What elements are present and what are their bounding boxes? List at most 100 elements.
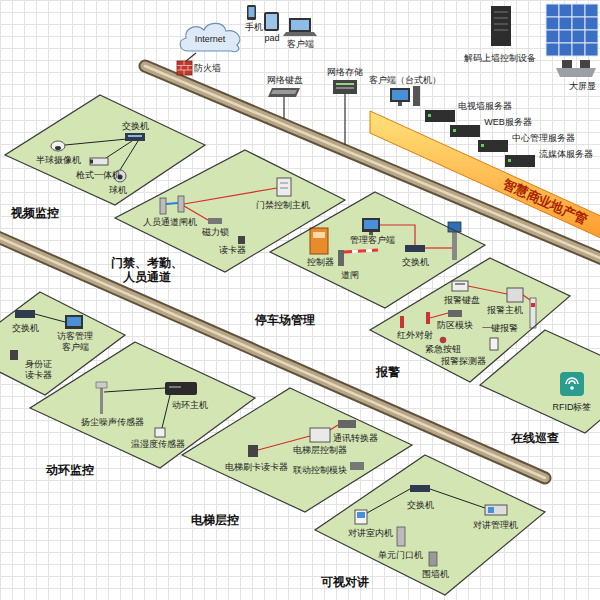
panel-outline xyxy=(30,342,255,468)
text-slot: 手机 xyxy=(245,22,263,33)
cloud-text: Internet xyxy=(195,34,226,45)
text-slot: 解码上墙控制设备 xyxy=(464,53,536,64)
text-slot: 电梯层控制器 xyxy=(293,445,347,456)
subsystem-panel: 报警报警键盘报警主机一键报警防区模块红外对射紧急按钮报警探测器 xyxy=(370,258,570,382)
panel-title: 报警 xyxy=(376,365,400,379)
panel-outline xyxy=(315,455,545,595)
text-slot: 客户端（台式机） xyxy=(369,75,441,86)
device-label: 管理客户端 xyxy=(350,235,395,246)
device-label: 枪式一体机 xyxy=(76,170,121,181)
text-slot: 停车场管理 xyxy=(255,313,315,327)
device-label: 解码上墙控制设备 xyxy=(464,53,536,64)
device-label: 报警主机 xyxy=(487,305,523,316)
text-slot: 中心管理服务器 xyxy=(512,133,575,144)
device-label: 道闸 xyxy=(341,270,359,281)
text-slot: 温湿度传感器 xyxy=(131,439,185,450)
device-label: 中心管理服务器 xyxy=(512,133,575,144)
device-label: WEB服务器 xyxy=(484,117,532,128)
panel-outline xyxy=(270,192,485,308)
text-slot: 联动控制模块 xyxy=(293,465,347,476)
subsystem-panel: 视频监控交换机半球摄像机枪式一体机球机 xyxy=(5,95,205,205)
device-label: RFID标签 xyxy=(553,402,592,413)
text-slot: 读卡器 xyxy=(219,245,246,256)
device-label: 交换机 xyxy=(402,257,429,268)
panel-outline xyxy=(370,258,570,382)
device-label: pad xyxy=(264,33,279,44)
text-slot: 对讲管理机 xyxy=(473,520,518,531)
text-slot: 控制器 xyxy=(307,257,334,268)
panel-outline xyxy=(5,95,205,205)
text-slot: 网络键盘 xyxy=(267,75,303,86)
panel-title: 在线巡查 xyxy=(511,431,559,445)
panel-outline xyxy=(30,342,255,468)
text-slot: 人员通道闸机 xyxy=(143,217,197,228)
panel-title: 动环监控 xyxy=(46,463,94,477)
text-slot: 道闸 xyxy=(341,270,359,281)
rfid-icon xyxy=(560,372,584,396)
device-label: 通讯转换器 xyxy=(333,433,378,444)
subsystem-panel: 门禁、考勤、 人员通道门禁控制主机人员通道闸机磁力锁读卡器 xyxy=(115,150,345,272)
panel-title: 视频监控 xyxy=(11,206,59,220)
panel-outline xyxy=(182,388,412,512)
platform-banner: 智慧商业地产管 xyxy=(370,111,600,242)
text-slot: 扬尘噪声传感器 xyxy=(81,417,144,428)
device-label: 电梯刷卡读卡器 xyxy=(225,462,288,473)
device-label: 一键报警 xyxy=(482,323,518,334)
device-label: 报警键盘 xyxy=(444,295,480,306)
panel-outline xyxy=(115,150,345,272)
device-label: 动环主机 xyxy=(172,400,208,411)
device-label: 网络存储 xyxy=(327,67,363,78)
device-label: 网络键盘 xyxy=(267,75,303,86)
device-label: 半球摄像机 xyxy=(36,155,81,166)
text-slot: 电梯层控 xyxy=(191,513,239,527)
panel-title: 停车场管理 xyxy=(255,313,315,327)
internet-cloud: Internet xyxy=(176,20,244,54)
network-wire xyxy=(186,53,196,61)
device-label: 大屏显 xyxy=(569,81,596,92)
text-slot: 交换机 xyxy=(122,121,149,132)
subsystem-panel: 电梯层控通讯转换器电梯层控制器联动控制模块电梯刷卡读卡器 xyxy=(182,388,412,512)
device-label: 电视墙服务器 xyxy=(458,101,512,112)
device-label: 流媒体服务器 xyxy=(539,149,593,160)
text-slot: 交换机 xyxy=(12,323,39,334)
device-label: 控制器 xyxy=(307,257,334,268)
text-slot: 管理客户端 xyxy=(350,235,395,246)
device-label: 联动控制模块 xyxy=(293,465,347,476)
video-wall xyxy=(546,4,598,56)
operator-desk xyxy=(556,60,596,77)
backbone-pipe xyxy=(0,66,600,478)
text-slot: 半球摄像机 xyxy=(36,155,81,166)
device-label: 温湿度传感器 xyxy=(131,439,185,450)
text-slot: 动环监控 xyxy=(46,463,94,477)
alarm-devices xyxy=(400,281,536,350)
text-slot: 报警键盘 xyxy=(444,295,480,306)
device-label: 门禁控制主机 xyxy=(256,200,310,211)
text-slot: 门禁控制主机 xyxy=(256,200,310,211)
text-slot: 电视墙服务器 xyxy=(458,101,512,112)
text-slot: 流媒体服务器 xyxy=(539,149,593,160)
device-label: 扬尘噪声传感器 xyxy=(81,417,144,428)
device-label: 交换机 xyxy=(407,500,434,511)
text-slot: 在线巡查 xyxy=(511,431,559,445)
subsystem-panel: 在线巡查RFID标签 xyxy=(480,330,600,433)
device-label: 交换机 xyxy=(122,121,149,132)
cloud-shape xyxy=(180,23,240,51)
device-label: 客户端（台式机） xyxy=(369,75,441,86)
text-slot: RFID标签 xyxy=(553,402,592,413)
text-slot: Internet xyxy=(195,34,226,45)
panel-title: 可视对讲 xyxy=(321,575,369,589)
device-label: 客户端 xyxy=(287,39,314,50)
subsystem-panel: 交换机访客管理 客户端身份证 读卡器 xyxy=(0,292,125,395)
panel-outline xyxy=(270,192,485,308)
text-slot: 一键报警 xyxy=(482,323,518,334)
text-slot: 大屏显 xyxy=(569,81,596,92)
text-slot: 网络存储 xyxy=(327,67,363,78)
banner-text: 智慧商业地产管 xyxy=(500,176,589,228)
device-label: 手机 xyxy=(245,22,263,33)
panel-outline xyxy=(5,95,205,205)
text-slot: 紧急按钮 xyxy=(425,344,461,355)
banner-shape xyxy=(370,111,600,242)
